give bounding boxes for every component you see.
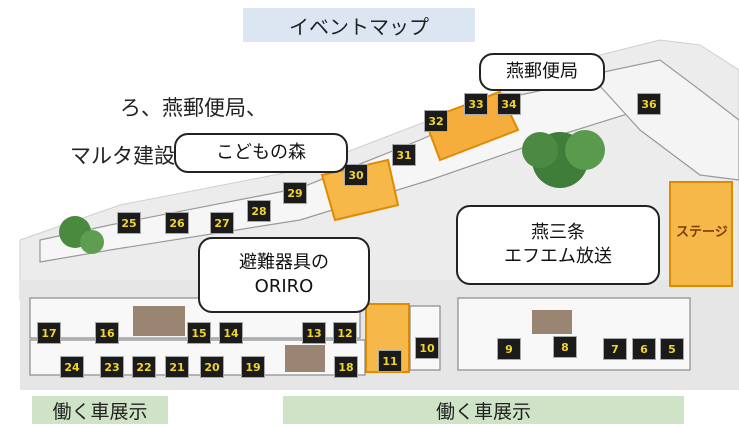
booth-number: 6	[632, 338, 656, 360]
stage-label: ステージ	[676, 225, 728, 240]
wood-deck-left	[133, 306, 185, 336]
wood-deck-mid	[285, 345, 325, 372]
booth-number: 8	[553, 336, 577, 358]
booth-number: 16	[95, 322, 119, 344]
callout-fm-line1: 燕三条	[531, 221, 585, 243]
booth-number: 5	[660, 338, 684, 360]
wood-deck-right	[532, 310, 572, 334]
booth-number: 15	[187, 322, 211, 344]
booth-number: 19	[241, 356, 265, 378]
booth-number: 23	[100, 356, 124, 378]
booth-number: 27	[210, 212, 234, 234]
booth-number: 33	[464, 93, 488, 115]
booth-number: 24	[60, 356, 84, 378]
callout-kids-forest-text: こどもの森	[216, 141, 306, 163]
booth-number: 12	[333, 322, 357, 344]
booth-number: 30	[344, 164, 368, 186]
booth-number: 17	[37, 322, 61, 344]
booth-number: 14	[219, 322, 243, 344]
booth-number: 20	[200, 356, 224, 378]
bottom-label-right: 働く車展示	[283, 396, 684, 424]
booth-number: 25	[117, 212, 141, 234]
booth-number: 10	[415, 337, 439, 359]
booth-number: 21	[165, 356, 189, 378]
booth-number: 31	[392, 144, 416, 166]
side-text-line1: ろ、燕郵便局、	[120, 96, 267, 120]
booth-number: 29	[283, 182, 307, 204]
booth-number: 11	[378, 350, 402, 372]
booth-number: 13	[302, 322, 326, 344]
map-title: イベントマップ	[243, 8, 475, 42]
stage-area	[669, 181, 733, 287]
booth-number: 36	[637, 93, 661, 115]
callout-kids-forest: こどもの森	[174, 133, 348, 173]
callout-fm-line2: エフエム放送	[504, 246, 612, 267]
callout-post-office: 燕郵便局	[479, 53, 605, 91]
callout-refuge-equipment: 避難器具の ORIRO	[198, 237, 370, 313]
callout-post-office-text: 燕郵便局	[506, 60, 578, 82]
bottom-label-left: 働く車展示	[32, 396, 168, 424]
booth-number: 22	[132, 356, 156, 378]
booth-number: 9	[497, 338, 521, 360]
callout-fm-broadcast: 燕三条 エフエム放送	[456, 205, 660, 285]
callout-refuge-line1: 避難器具の	[239, 251, 329, 273]
booth-number: 7	[603, 338, 627, 360]
right-upper-wing	[588, 59, 739, 181]
booth-number: 28	[247, 200, 271, 222]
booth-number: 34	[497, 93, 521, 115]
callout-refuge-line2: ORIRO	[254, 276, 314, 297]
booth-number: 18	[334, 356, 358, 378]
booth-number: 32	[424, 110, 448, 132]
booth-number: 26	[165, 212, 189, 234]
trees-upper-right	[522, 130, 605, 188]
trees-left	[59, 216, 104, 254]
